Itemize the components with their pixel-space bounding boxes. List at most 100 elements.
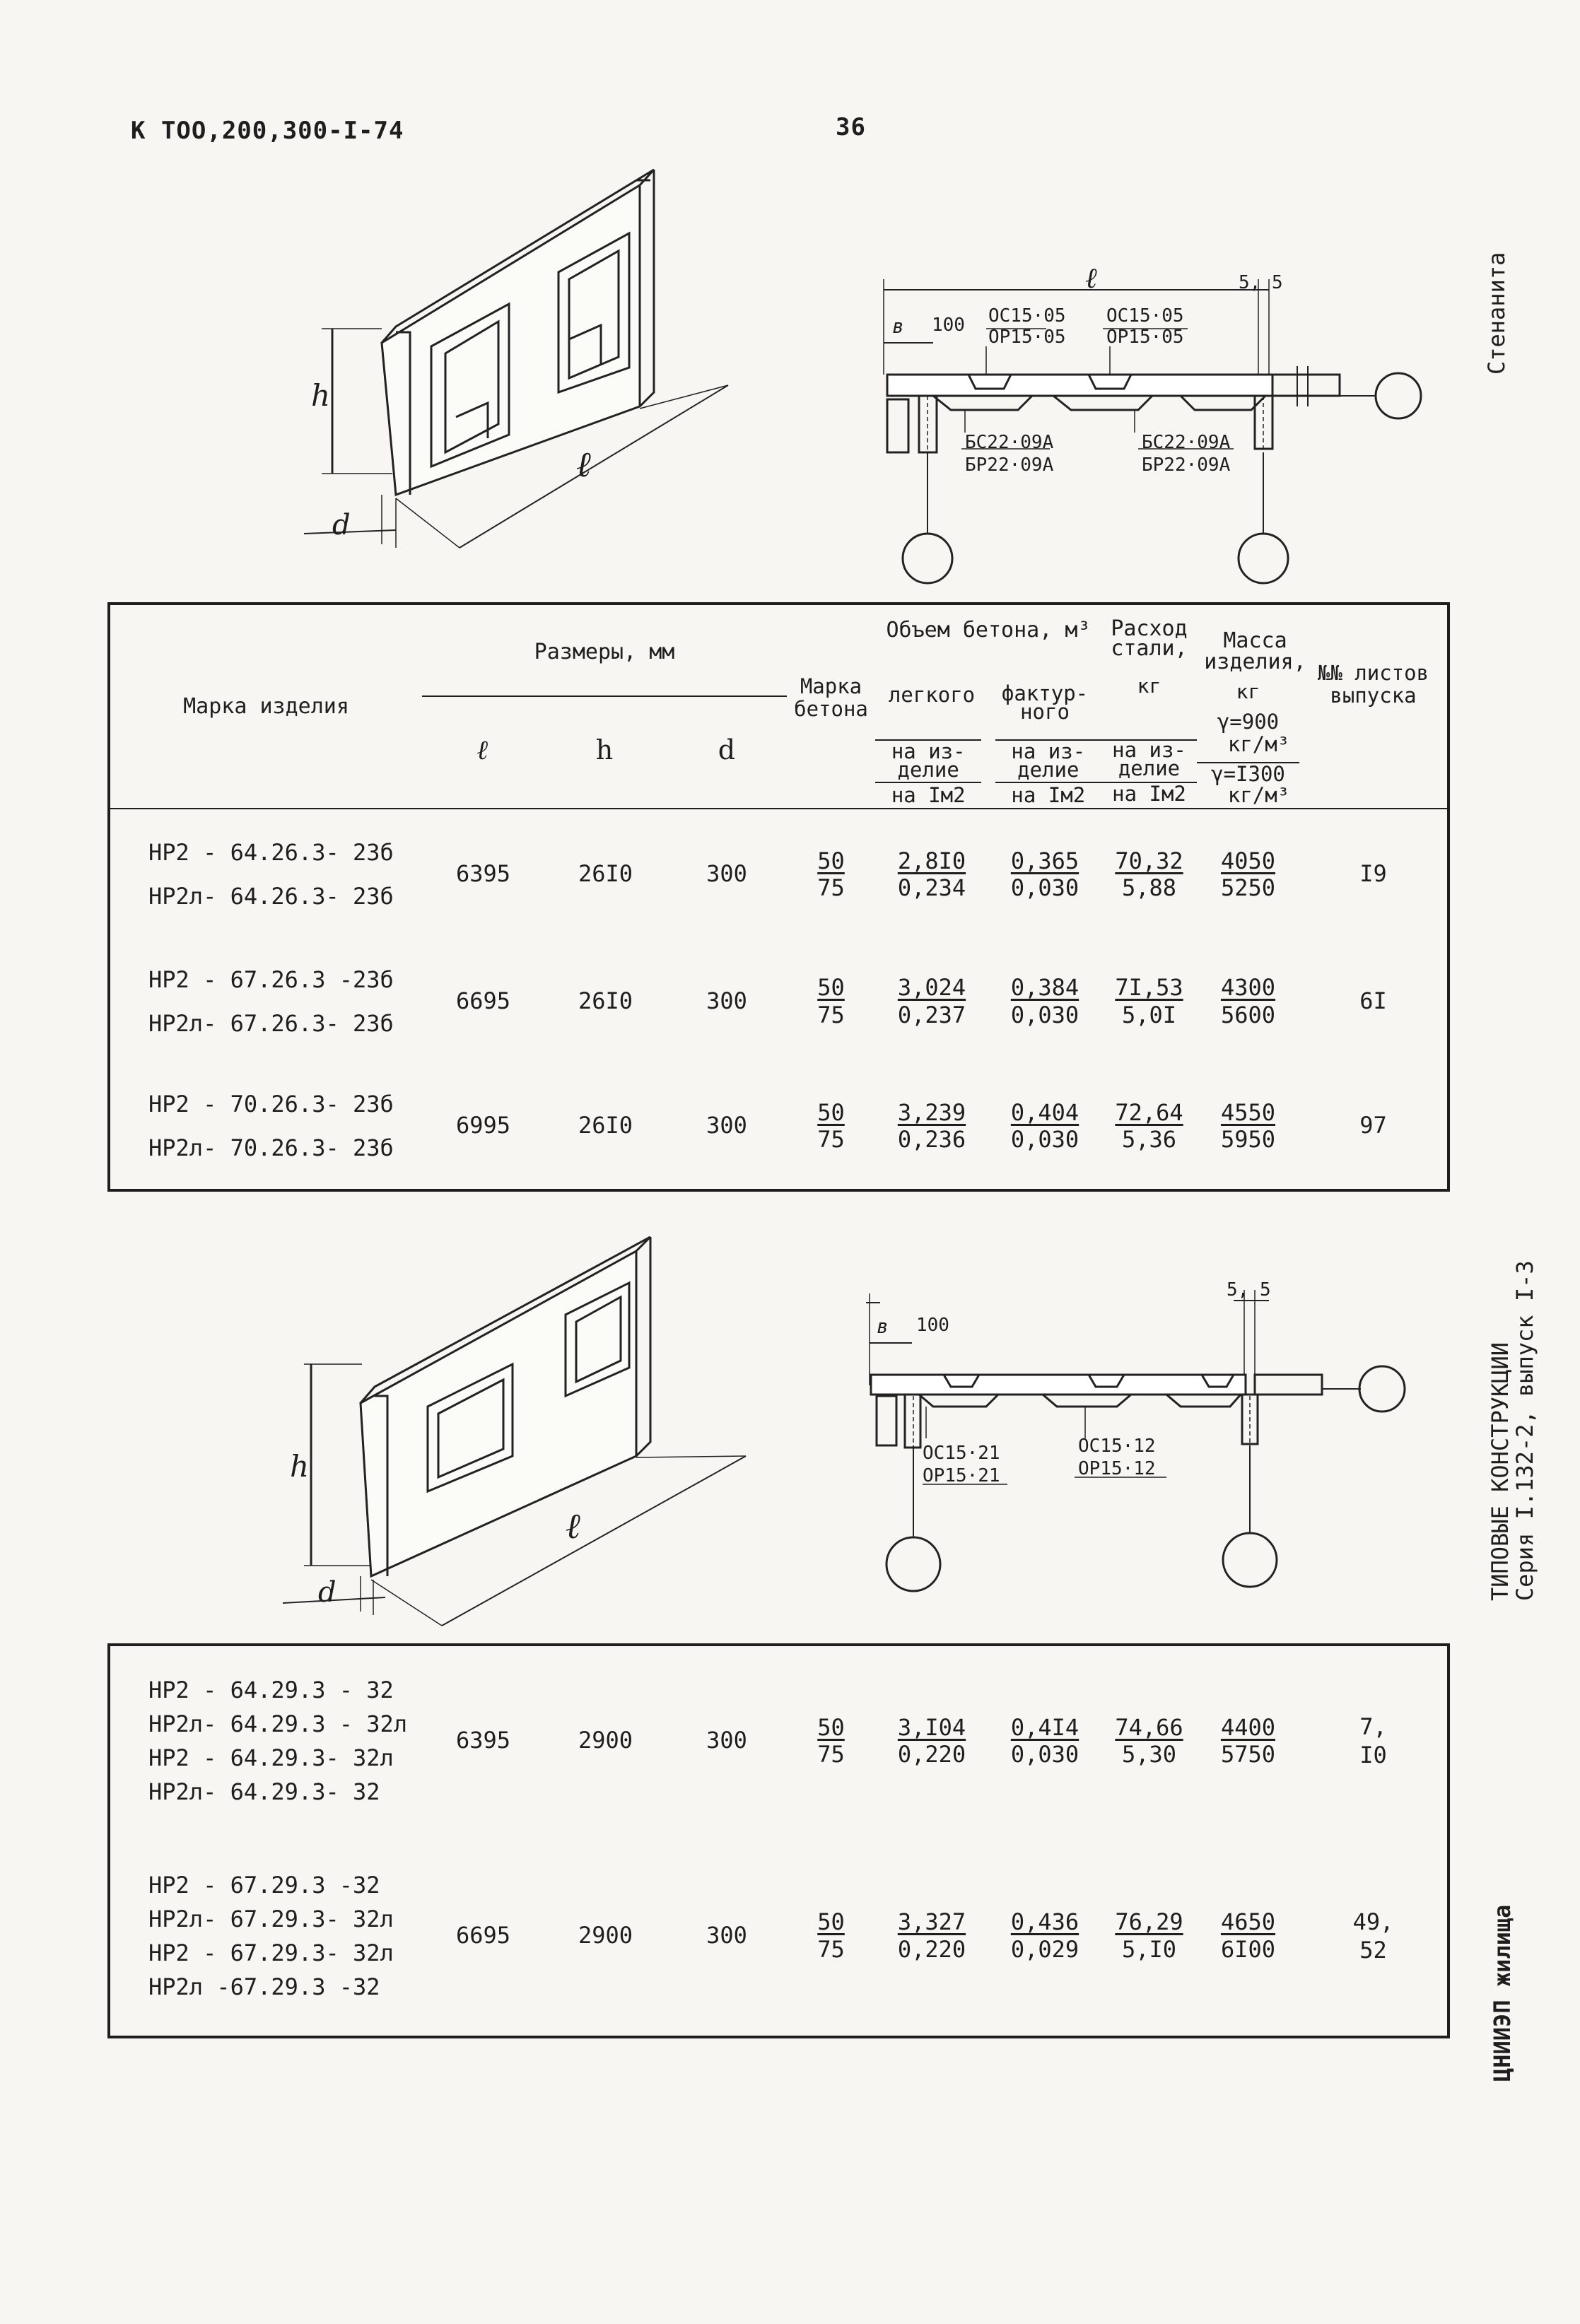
t2-row2-d: 300 bbox=[706, 1921, 747, 1949]
t2-row2-l: 6695 bbox=[455, 1921, 511, 1949]
t2-row1-sheets: 7,I0 bbox=[1359, 1713, 1387, 1768]
row1-sheets: I9 bbox=[1359, 860, 1387, 888]
sec1-l-label: ℓ bbox=[1085, 262, 1097, 295]
sec1-55-label: 5, 5 bbox=[1239, 272, 1283, 293]
t2-row2-sheets: 49,52 bbox=[1352, 1908, 1394, 1964]
row2-d: 300 bbox=[706, 987, 747, 1014]
label-bc22-09a-a: БС22·09А bbox=[965, 432, 1054, 453]
row3-l: 6995 bbox=[455, 1112, 511, 1139]
dim2-l-label: ℓ bbox=[566, 1506, 580, 1547]
dim-h-label: h bbox=[311, 378, 331, 413]
row1-d: 300 bbox=[706, 860, 747, 888]
th-sheets: №№ листов выпуска bbox=[1299, 604, 1449, 809]
th-volume: Объем бетона, м³ легкого фактур-ного на … bbox=[875, 604, 1101, 809]
t2-row2-h: 2900 bbox=[578, 1921, 633, 1949]
label-oc15-05-b: ОС15·05 bbox=[1106, 305, 1184, 327]
th-sizes: Размеры, мм ℓ h d bbox=[422, 604, 787, 809]
sec1-100-label: 100 bbox=[932, 315, 965, 336]
side-org: ЦНИИЭП жилища bbox=[1489, 1904, 1516, 2082]
row3-h: 26I0 bbox=[578, 1112, 633, 1139]
sec2-b-label: в bbox=[877, 1315, 889, 1338]
t2-row1-l: 6395 bbox=[455, 1727, 511, 1754]
dim-d-label: d bbox=[332, 509, 351, 541]
th-mark: Марка изделия bbox=[109, 604, 422, 809]
spec-table-1: Марка изделия Размеры, мм ℓ h d Марка бе… bbox=[107, 602, 1450, 1192]
label-op15-05-b: ОР15·05 bbox=[1106, 327, 1184, 348]
th-grade: Марка бетона bbox=[787, 604, 875, 809]
dim-l-label: ℓ bbox=[576, 444, 591, 485]
t2-row1-h: 2900 bbox=[578, 1727, 633, 1754]
table1-head: Марка изделия Размеры, мм ℓ h d Марка бе… bbox=[109, 604, 1449, 809]
document-code: К ТОО,200,300-I-74 bbox=[131, 117, 404, 145]
row3-sheets: 97 bbox=[1359, 1112, 1387, 1139]
t2-row1-d: 300 bbox=[706, 1727, 747, 1754]
label-oc15-12: ОС15·12 bbox=[1078, 1436, 1156, 1457]
dim2-d-label: d bbox=[318, 1576, 337, 1609]
sec1-b-label: в bbox=[892, 315, 904, 338]
row1-l: 6395 bbox=[455, 860, 511, 888]
label-bp22-09a-b: БР22·09А bbox=[1142, 454, 1231, 476]
side-series-line1: ТИПОВЫЕ КОНСТРУКЦИИ bbox=[1487, 1342, 1514, 1601]
label-op15-05-a: ОР15·05 bbox=[988, 327, 1066, 348]
row3-d: 300 bbox=[706, 1112, 747, 1139]
label-bp22-09a-a: БР22·09А bbox=[965, 454, 1054, 476]
sec2-55-label: 5, 5 bbox=[1227, 1279, 1271, 1301]
side-top-label: Стенанитa bbox=[1483, 252, 1510, 375]
label-oc15-05-a: ОС15·05 bbox=[988, 305, 1066, 327]
sec2-100-label: 100 bbox=[916, 1315, 949, 1336]
label-op15-12: ОР15·12 bbox=[1078, 1458, 1156, 1479]
label-oc15-21: ОС15·21 bbox=[923, 1443, 1000, 1464]
th-steel: Расход стали, кг на из-делие на Iм2 bbox=[1101, 604, 1197, 809]
row1-h: 26I0 bbox=[578, 860, 633, 888]
side-series-line2: Серия I.132-2, выпуск I-3 bbox=[1511, 1260, 1538, 1601]
row2-sheets: 6I bbox=[1359, 987, 1387, 1014]
row2-h: 26I0 bbox=[578, 987, 633, 1014]
th-mass: Масса изделия, кг γ=900 кг/м³ γ=I300 кг/… bbox=[1197, 604, 1306, 809]
dim2-h-label: h bbox=[290, 1449, 310, 1484]
row2-l: 6695 bbox=[455, 987, 511, 1014]
label-op15-21: ОР15·21 bbox=[923, 1465, 1000, 1486]
page-number: 36 bbox=[836, 113, 866, 141]
label-bc22-09a-b: БС22·09А bbox=[1142, 432, 1231, 453]
